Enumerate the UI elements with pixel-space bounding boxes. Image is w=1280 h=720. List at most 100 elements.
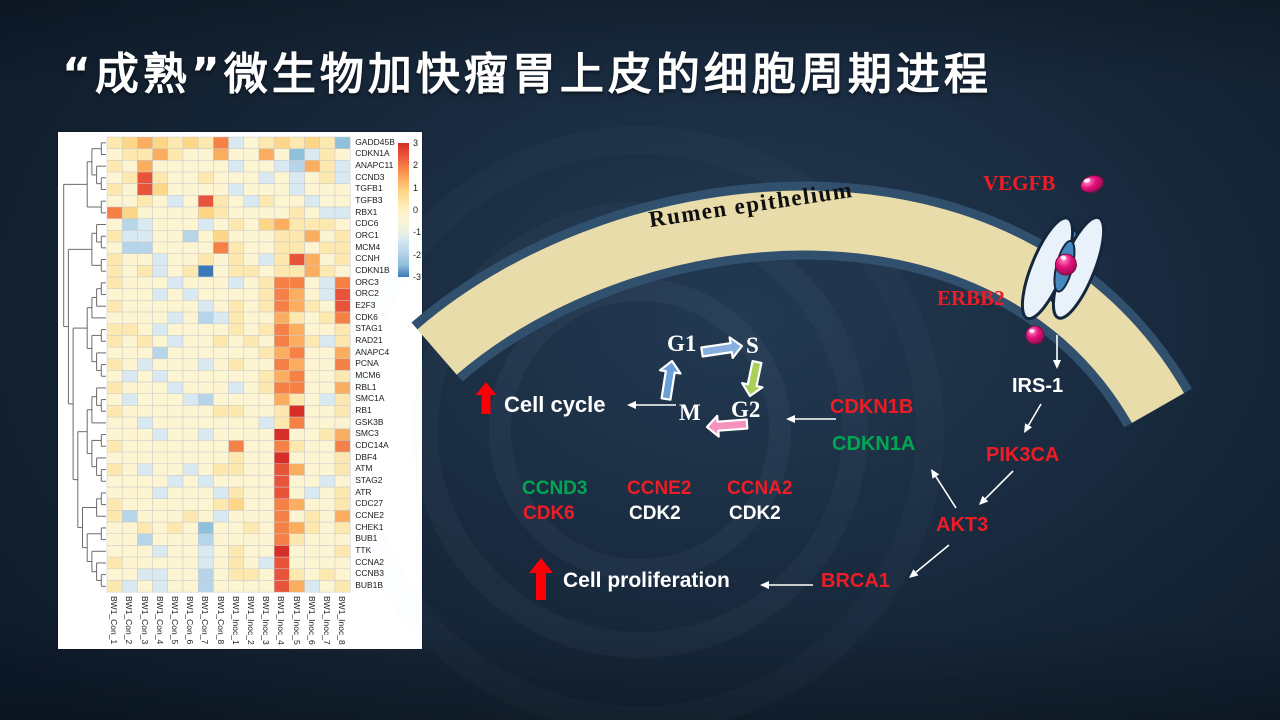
heatmap-row-label: STAG2: [355, 474, 383, 485]
cycle-arrow-m-to-g1: [658, 359, 682, 401]
heatmap-row-label: CDC27: [355, 498, 384, 509]
gene-label-vegfb: VEGFB: [983, 171, 1056, 195]
heatmap-row-label: CDK6: [355, 311, 378, 322]
pathway-arrowhead: [786, 415, 795, 423]
heatmap-col-label: BW1_Inoc_5: [291, 596, 302, 645]
heatmap-row-label: ANAPC4: [355, 346, 390, 357]
heatmap-row-label: SMC1A: [355, 393, 385, 404]
heatmap-col-label: BW1_Con_6: [185, 596, 196, 645]
receptor-icon: [1020, 215, 1106, 321]
gene-label-akt3: AKT3: [936, 514, 989, 536]
gene-label-cdk2-g2: CDK2: [729, 503, 781, 524]
red-up-arrow: [475, 382, 497, 414]
heatmap-col-label: BW1_Inoc_4: [276, 596, 287, 645]
pathway-arrow: [984, 470, 1014, 500]
gene-label-brca1: BRCA1: [821, 570, 890, 592]
gene-label-cdk6: CDK6: [523, 503, 575, 524]
membrane-label: Rumen epithelium: [647, 176, 855, 233]
heatmap-row-label: GADD45B: [355, 136, 395, 147]
heatmap-row-label: ORC1: [355, 229, 379, 240]
gene-label-cdk2-s: CDK2: [629, 503, 681, 524]
heatmap-row-label: MCM4: [355, 241, 381, 252]
heatmap-col-label: BW1_Con_1: [109, 596, 120, 645]
heatmap-col-label: BW1_Inoc_7: [321, 596, 332, 645]
heatmap-col-label: BW1_Con_2: [124, 596, 135, 645]
colorbar-tick: 2: [413, 160, 419, 171]
heatmap-col-label: BW1_Inoc_3: [261, 596, 272, 645]
heatmap-row-label: DBF4: [355, 451, 377, 462]
row-dendrogram: [63, 142, 106, 587]
heatmap-col-label: BW1_Inoc_6: [306, 596, 317, 645]
heatmap-row-label: RBX1: [355, 206, 378, 217]
heatmap-row-label: TGFB1: [355, 183, 383, 194]
heatmap-row-label: ATR: [355, 486, 372, 497]
heatmap-row-label: CHEK1: [355, 521, 384, 532]
heatmap-row-label: CDC6: [355, 218, 379, 229]
cycle-arrow-s-to-g2: [740, 360, 764, 398]
effect-label-cell-proliferation: Cell proliferation: [563, 569, 730, 592]
heatmap-row-label: CDKN1A: [355, 148, 390, 159]
colorbar-tick: 3: [413, 138, 419, 148]
heatmap-row-label: CDKN1B: [355, 264, 390, 275]
pathway-arrowhead: [1053, 360, 1061, 369]
heatmap-row-label: BUB1B: [355, 579, 384, 590]
heatmap-col-label: BW1_Con_4: [154, 596, 165, 645]
pathway-arrowhead: [979, 495, 989, 505]
colorbar-tick: -3: [413, 272, 422, 282]
heatmap-row-label: PCNA: [355, 358, 379, 369]
heatmap-col-label: BW1_Inoc_8: [337, 596, 348, 645]
heatmap-row-label: E2F3: [355, 299, 376, 310]
pathway-arrowhead: [931, 469, 940, 479]
phase-label-m: M: [679, 400, 701, 425]
gene-label-cdkn1b: CDKN1B: [830, 396, 914, 418]
heatmap-row-label: SMC3: [355, 428, 379, 439]
red-up-arrow: [529, 558, 553, 600]
heatmap-row-label: CCNA2: [355, 556, 384, 567]
heatmap-row-label: CDC14A: [355, 439, 389, 450]
heatmap-col-label: BW1_Inoc_2: [245, 596, 256, 645]
phase-label-g2: G2: [731, 397, 761, 422]
heatmap-col-label: BW1_Con_8: [215, 596, 226, 645]
colorbar-tick: -1: [413, 227, 422, 238]
heatmap-col-label: BW1_Con_5: [169, 596, 180, 645]
heatmap-row-label: CCNE2: [355, 509, 384, 520]
heatmap-row-label: STAG1: [355, 323, 383, 334]
slide-title: “成熟”微生物加快瘤胃上皮的细胞周期进程: [62, 49, 992, 100]
heatmap-cells: [106, 136, 351, 593]
pathway-arrowhead: [760, 581, 769, 589]
heatmap-row-label: GSK3B: [355, 416, 384, 427]
colorbar-tick: 1: [413, 182, 419, 193]
heatmap-row-label: ATM: [355, 463, 373, 474]
ligand-icons: [1025, 175, 1104, 345]
gene-label-ccna2: CCNA2: [727, 478, 793, 499]
heatmap-row-label: ANAPC11: [355, 159, 394, 170]
background-rings: [412, 202, 868, 658]
heatmap-row-label: CCND3: [355, 171, 385, 182]
heatmap-row-label: ORC2: [355, 288, 379, 299]
heatmap-col-label: BW1_Inoc_1: [230, 596, 241, 645]
phase-label-g1: G1: [667, 331, 697, 356]
heatmap-row-label: TTK: [355, 544, 372, 555]
heatmap-row-label: BUB1: [355, 533, 378, 544]
colorbar-tick: -2: [413, 249, 422, 260]
heatmap-row-label: RBL1: [355, 381, 377, 392]
heatmap-row-label: TGFB3: [355, 194, 383, 205]
pathway-arrow: [915, 544, 950, 573]
gene-label-ccne2: CCNE2: [627, 478, 692, 499]
pathway-arrowhead: [909, 569, 919, 578]
colorbar: [398, 143, 409, 277]
effect-label-cell-cycle: Cell cycle: [504, 392, 606, 417]
pathway-arrowhead: [627, 401, 636, 409]
gene-label-pik3ca: PIK3CA: [986, 444, 1060, 466]
gene-label-irs1: IRS-1: [1012, 375, 1064, 397]
heatmap-row-label: MCM6: [355, 369, 381, 380]
heatmap-row-label: RAD21: [355, 334, 383, 345]
heatmap-row-label: ORC3: [355, 276, 379, 287]
gene-label-cdkn1a: CDKN1A: [832, 433, 916, 455]
heatmap-col-label: BW1_Con_7: [200, 596, 211, 645]
heatmap-row-label: CCNH: [355, 253, 380, 264]
pathway-arrow: [935, 476, 957, 509]
heatmap-row-label: CCNB3: [355, 568, 384, 579]
